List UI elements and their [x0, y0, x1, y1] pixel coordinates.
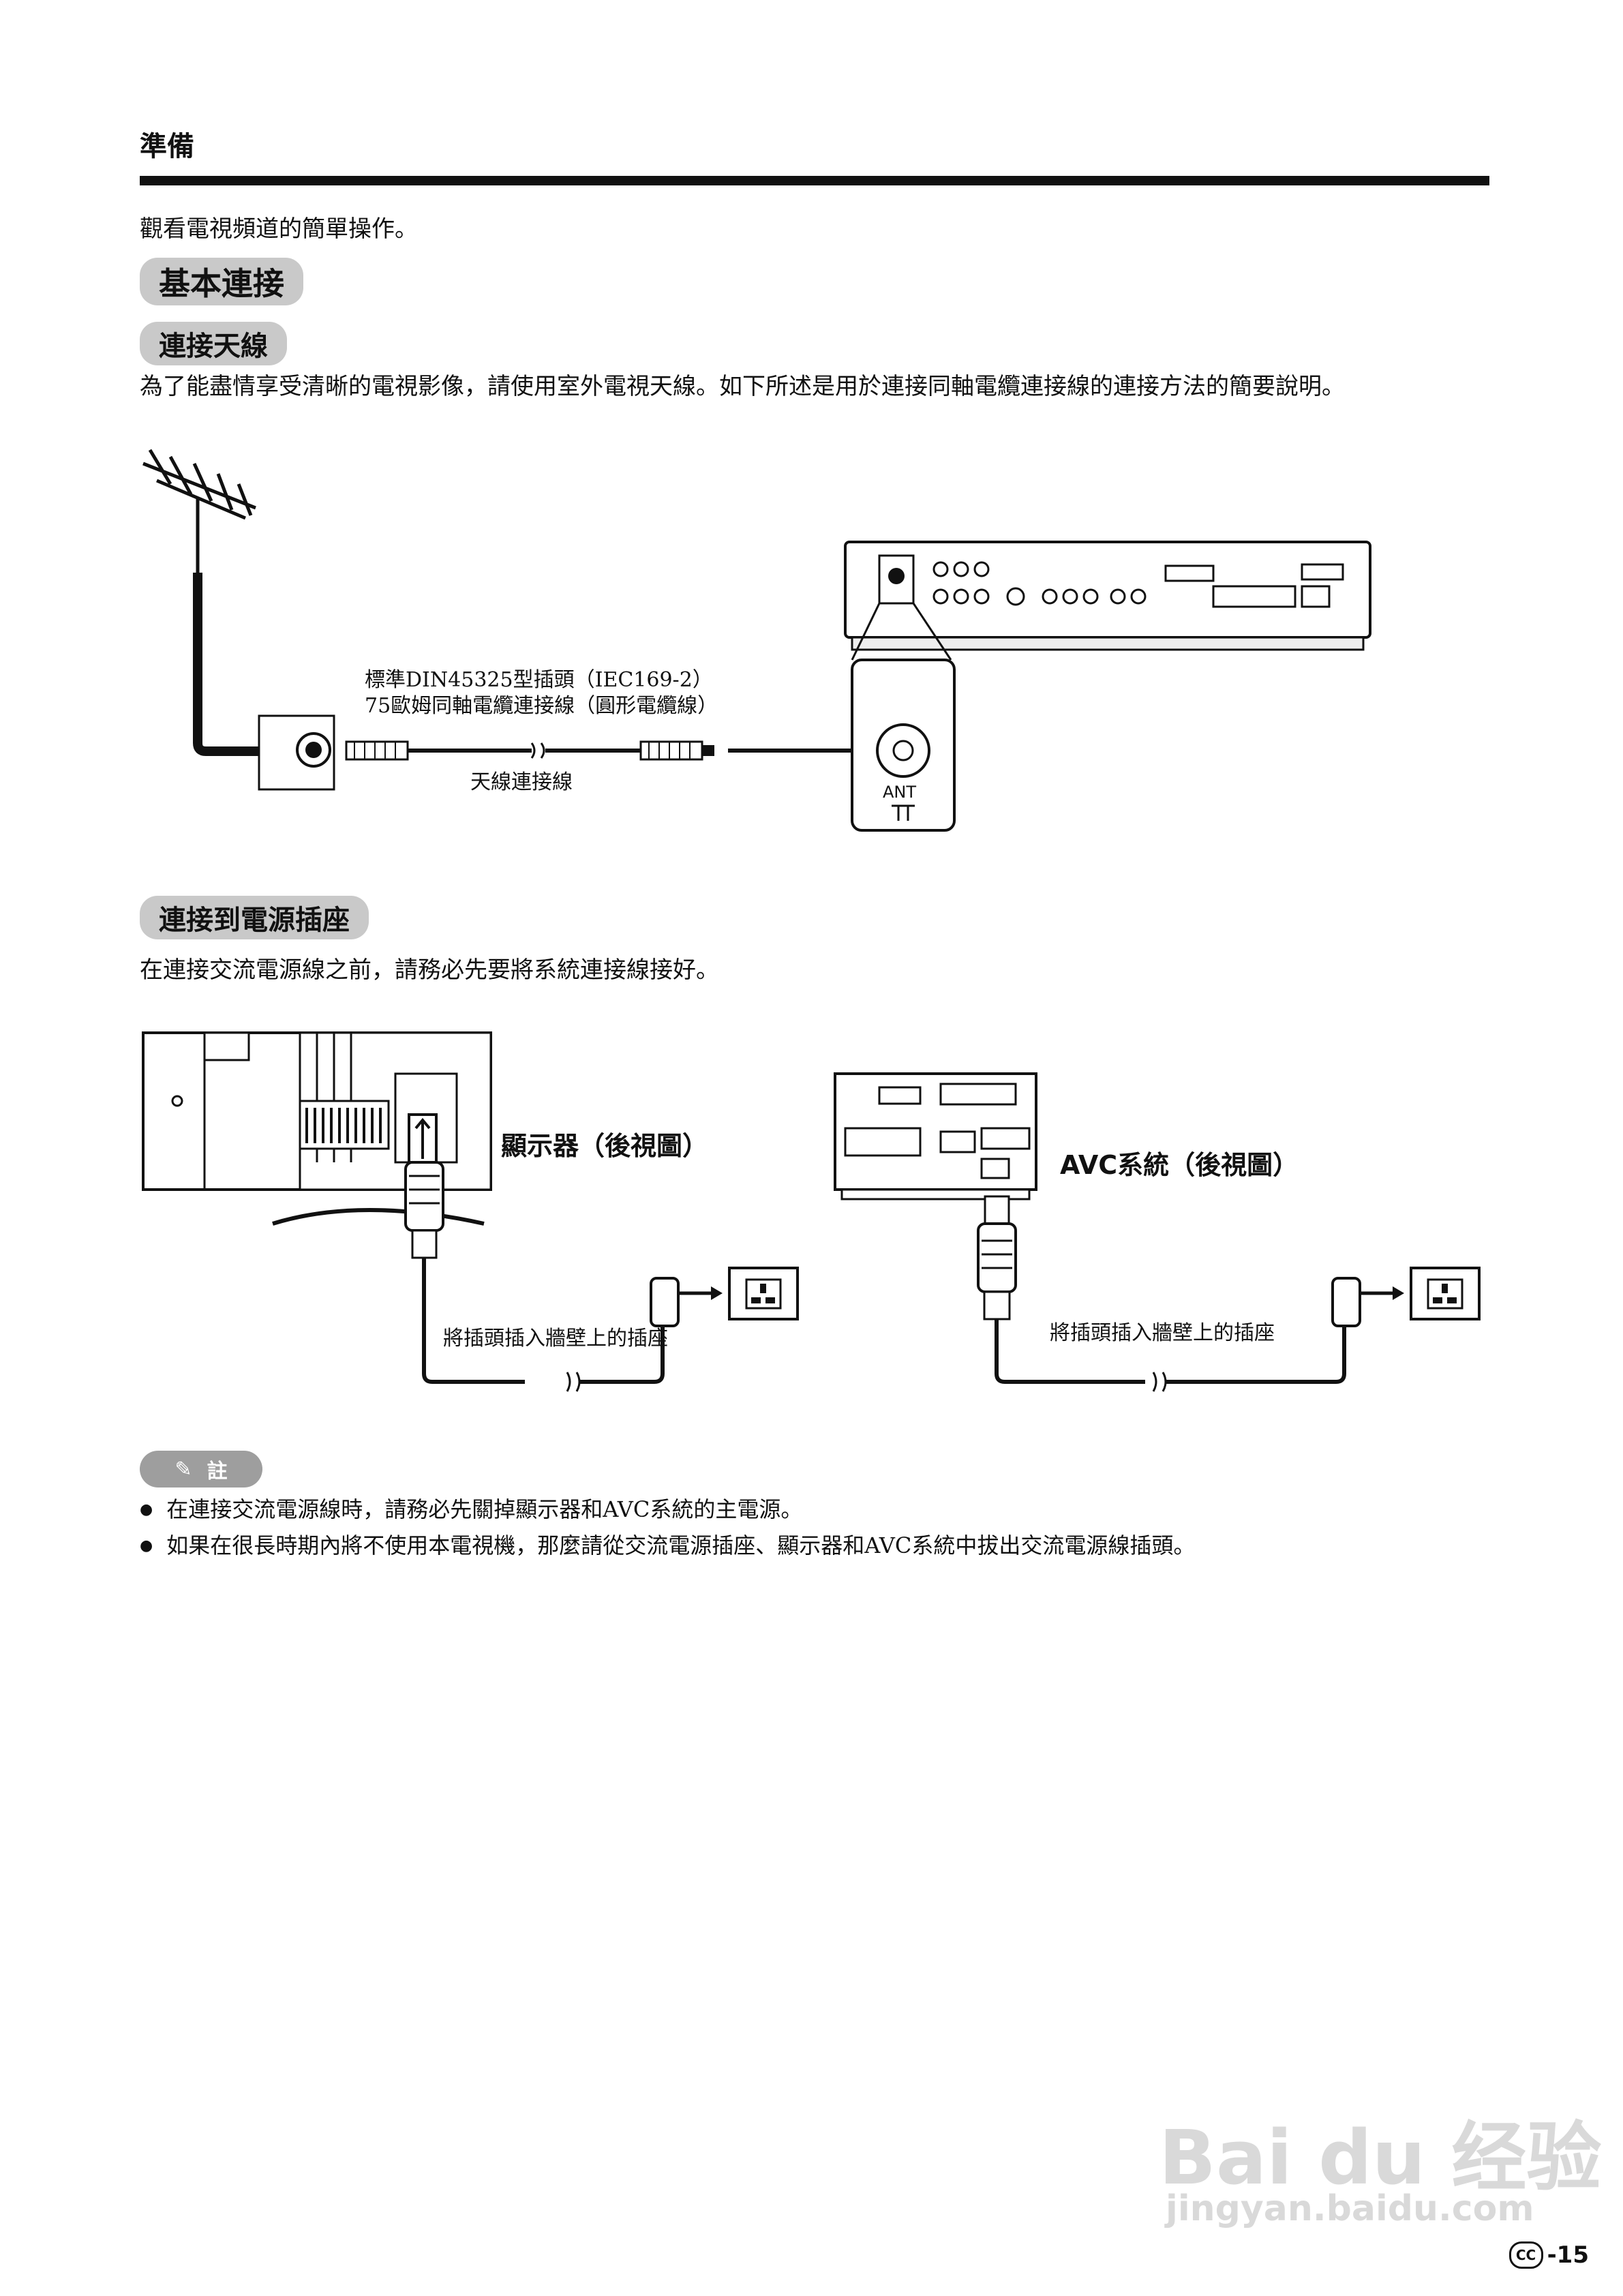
power-paragraph: 在連接交流電源線之前，請務必先要將系統連接線接好。: [140, 956, 719, 984]
note-badge: ✎ 註: [140, 1451, 262, 1487]
display-rear-panel: [142, 1031, 492, 1226]
section-title-basic: 基本連接: [140, 258, 303, 305]
avc-system-rear-panel: [844, 541, 1371, 651]
cc-badge-icon: CC: [1508, 2241, 1543, 2269]
page-title: 準備: [140, 131, 194, 162]
note-label: 註: [207, 1460, 228, 1483]
page-footer: CC -15: [1508, 2241, 1589, 2269]
page-number: -15: [1547, 2241, 1589, 2269]
section-title-antenna: 連接天線: [140, 322, 287, 365]
avc-caption: AVC系統（後視圖）: [1060, 1150, 1299, 1180]
plug-label-line1: 標準DIN45325型插頭（IEC169-2）: [365, 668, 713, 692]
paperclip-icon: ✎: [175, 1457, 192, 1481]
antenna-paragraph: 為了能盡情享受清晰的電視影像，請使用室外電視天線。如下所述是用於連接同軸電纜連接…: [140, 373, 1345, 400]
antenna-diagram: [142, 449, 1371, 832]
power-diagram: [142, 1031, 1481, 1392]
watermark-brand: Bai du 经验: [1159, 2114, 1602, 2201]
plug-instruction-left: 將插頭插入牆壁上的插座: [443, 1327, 668, 1350]
antenna-cable-label: 天線連接線: [470, 770, 573, 794]
note-item: 如果在很長時期內將不使用本電視機，那麼請從交流電源插座、顯示器和AVC系統中拔出…: [140, 1529, 1195, 1565]
ant-label: ANT: [883, 783, 917, 802]
watermark-url: jingyan.baidu.com: [1166, 2188, 1534, 2229]
display-caption: 顯示器（後視圖）: [501, 1131, 709, 1161]
header-divider: [140, 176, 1489, 185]
plug-label-line2: 75歐姆同軸電纜連接線（圓形電纜線）: [365, 694, 718, 718]
avc-system-rear-small: [834, 1072, 1037, 1200]
antenna-icon: [142, 449, 256, 573]
ant-terminal-callout: [851, 603, 956, 832]
intro-text: 觀看電視頻道的簡單操作。: [140, 215, 418, 243]
section-title-power: 連接到電源插座: [140, 896, 369, 939]
note-item: 在連接交流電源線時，請務必先關掉顯示器和AVC系統的主電源。: [140, 1493, 1195, 1529]
plug-instruction-right: 將插頭插入牆壁上的插座: [1050, 1321, 1275, 1345]
note-list: 在連接交流電源線時，請務必先關掉顯示器和AVC系統的主電源。 如果在很長時期內將…: [140, 1493, 1195, 1565]
